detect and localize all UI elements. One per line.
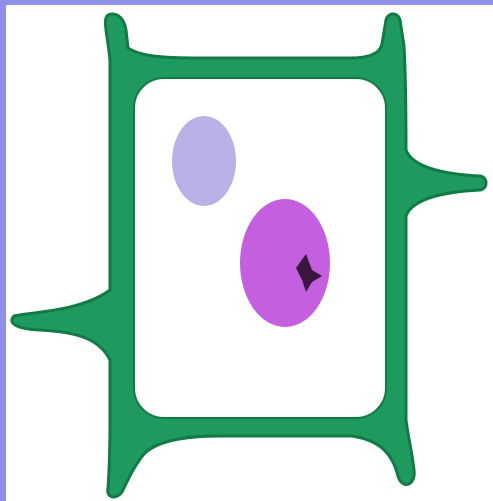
- vacuole: [172, 116, 236, 206]
- nucleus: [240, 199, 330, 327]
